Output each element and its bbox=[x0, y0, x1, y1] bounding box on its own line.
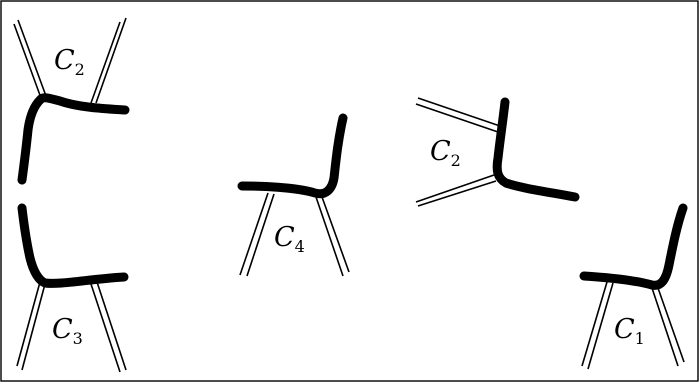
chair-c2-right: C2 bbox=[415, 97, 580, 207]
chair-c2-right-seat bbox=[492, 97, 580, 202]
chair-c4-seat bbox=[237, 113, 348, 199]
label-c2-right: C2 bbox=[430, 136, 461, 170]
label-c3: C3 bbox=[52, 314, 83, 348]
chair-c2-right-leg-lower bbox=[415, 174, 497, 207]
label-c1: C1 bbox=[614, 314, 645, 348]
label-c4: C4 bbox=[274, 222, 305, 256]
chair-c1-leg-left bbox=[581, 281, 614, 370]
chair-c1-bottom-right: C1 bbox=[579, 203, 688, 370]
chair-c2-top-left-leg-left bbox=[13, 19, 47, 99]
chair-c2-top-left-seat bbox=[17, 93, 130, 185]
chair-c3-leg-right bbox=[89, 278, 127, 373]
chair-c3-leg-left bbox=[16, 281, 46, 371]
chair-c4-center: C4 bbox=[237, 113, 350, 277]
chair-c2-top-left: C2 bbox=[13, 17, 130, 185]
chair-c3-seat bbox=[17, 203, 129, 288]
chair-c4-leg-right bbox=[315, 196, 350, 277]
chair-c1-seat bbox=[579, 203, 688, 290]
chair-c1-leg-right bbox=[651, 287, 685, 367]
chair-c4-leg-left bbox=[239, 192, 275, 277]
label-c2-top-left: C2 bbox=[54, 45, 85, 79]
chair-c2-right-leg-upper bbox=[415, 97, 501, 133]
chair-c3-bottom-left: C3 bbox=[16, 203, 129, 373]
chair-c2-top-left-leg-right bbox=[90, 17, 127, 104]
